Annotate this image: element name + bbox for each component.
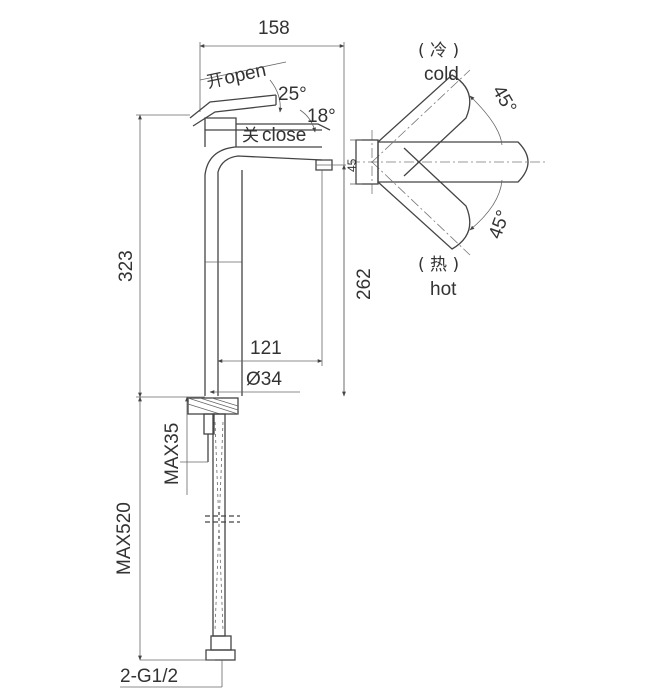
close-label: 关 close (242, 125, 306, 146)
close-en-label: close (262, 125, 306, 146)
close-angle-label: 18° (307, 106, 336, 127)
open-cn-label: 开 (205, 70, 226, 93)
cold-en-label: cold (424, 64, 459, 85)
dimension-max35-label: MAX35 (162, 423, 183, 485)
open-label: 开 open (205, 60, 268, 93)
dimension-121-label: 121 (250, 338, 282, 359)
dimension-max35: MAX35 (162, 396, 208, 495)
thread-spec: 2-G1/2 (120, 660, 223, 688)
dimension-121: 121 (217, 170, 323, 366)
faucet-body (189, 94, 346, 396)
dimension-262: 262 (342, 164, 375, 397)
open-angle-label: 25° (278, 84, 307, 105)
cold-cn-label: ( 冷 ) (418, 41, 459, 61)
close-cn-label: 关 (242, 126, 259, 146)
dimension-323: 323 (116, 114, 205, 398)
dimension-max520-label: MAX520 (114, 502, 135, 575)
hot-cn-label: ( 热 ) (418, 255, 459, 275)
dimension-158-label: 158 (258, 18, 290, 39)
thread-spec-label: 2-G1/2 (120, 666, 178, 687)
hot-en-label: hot (430, 279, 457, 300)
handle-top-view (350, 69, 545, 256)
hot-angle-label: 45° (485, 208, 515, 242)
mounting-assembly (140, 397, 240, 661)
angle-arcs (199, 61, 316, 133)
dimension-diameter-label: Ø34 (246, 369, 282, 390)
handle-45-label: 45 (345, 158, 359, 172)
open-en-label: open (222, 60, 268, 89)
dimension-max520: MAX520 (114, 396, 142, 661)
cold-angle-label: 45° (488, 82, 521, 117)
dimension-diameter-34: Ø34 (209, 369, 300, 394)
dimension-262-label: 262 (354, 268, 375, 300)
dimension-323-label: 323 (116, 250, 137, 282)
